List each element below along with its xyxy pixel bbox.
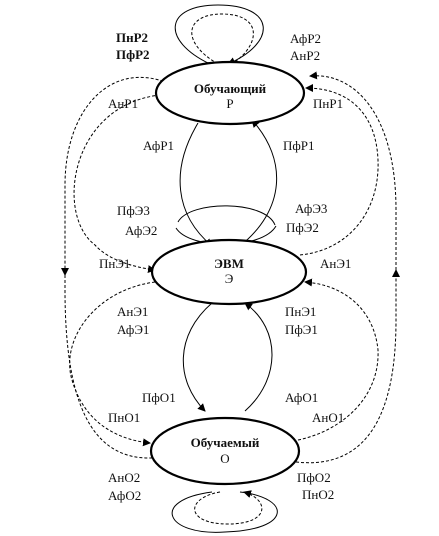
arc-left-cross [177, 205, 276, 226]
label-ano1: АнО1 [312, 410, 344, 425]
link-computer-to-teacher [239, 119, 278, 247]
link-student-to-computer [244, 302, 273, 412]
node-computer[interactable]: ЭВМ Э [150, 238, 308, 306]
label-afo2: АфО2 [108, 488, 141, 503]
label-pnr1: ПнР1 [313, 96, 343, 111]
label-afe2: АфЭ2 [125, 223, 157, 238]
dash-outer-left-lower [64, 275, 153, 459]
label-pfo2: ПфО2 [297, 470, 331, 485]
loop-teacher-inner [191, 13, 254, 65]
label-afo1: АфО1 [285, 390, 318, 405]
dash-student-right-to-computer [297, 278, 379, 441]
label-ane1-left: АнЭ1 [117, 304, 148, 319]
node-student[interactable]: Обучаемый О [149, 416, 301, 486]
node-student-name: Обучаемый [191, 435, 260, 450]
dash-outer-right-upper [309, 71, 397, 270]
dash-computer-left-to-student [69, 281, 156, 447]
label-afe3: АфЭ3 [295, 201, 327, 216]
dash-outer-right-lower [295, 269, 400, 464]
label-pne1-right: ПнЭ1 [285, 304, 316, 319]
node-computer-code: Э [225, 271, 234, 286]
dash-teacher-left-to-computer [73, 94, 161, 274]
node-student-code: О [220, 451, 229, 466]
label-pfe1: ПфЭ1 [285, 322, 318, 337]
label-ano2: АнО2 [108, 470, 140, 485]
node-teacher-name: Обучающий [194, 81, 267, 96]
label-pfr1: ПфР1 [283, 138, 315, 153]
label-afe1: АфЭ1 [117, 322, 149, 337]
label-ane1-right: АнЭ1 [320, 256, 351, 271]
link-computer-to-student [182, 302, 213, 412]
label-pfe2: ПфЭ2 [286, 220, 319, 235]
label-anr1: АнР1 [108, 96, 138, 111]
label-afr1: АфР1 [143, 138, 174, 153]
node-teacher[interactable]: Обучающий Р [154, 60, 306, 126]
node-computer-name: ЭВМ [214, 256, 244, 271]
label-pfe3: ПфЭ3 [117, 203, 150, 218]
label-pno2: ПнО2 [302, 487, 334, 502]
label-pnr2: ПнР2 [116, 30, 148, 45]
label-pne1: ПнЭ1 [99, 256, 130, 271]
label-pfo1: ПфО1 [142, 390, 176, 405]
label-pno1: ПнО1 [108, 410, 140, 425]
dash-computer-right-to-teacher [299, 84, 379, 256]
label-pfr2: ПфР2 [116, 47, 150, 62]
loop-student-outer [171, 491, 278, 533]
link-teacher-to-computer [179, 122, 213, 247]
loop-student-inner [194, 490, 263, 525]
label-anr2: АнР2 [290, 48, 320, 63]
node-teacher-code: Р [226, 96, 233, 111]
loop-teacher-outer [174, 4, 264, 65]
label-afr2: АфР2 [290, 31, 321, 46]
